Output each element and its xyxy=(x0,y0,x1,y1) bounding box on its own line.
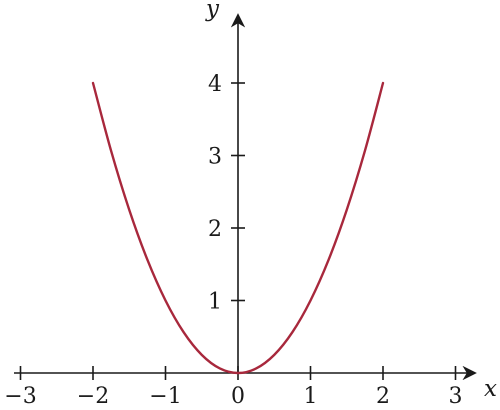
x-axis-label: x xyxy=(484,376,497,402)
series-line xyxy=(91,81,385,375)
x-tick-label: −2 xyxy=(77,384,109,409)
x-tick-label: 1 xyxy=(304,384,318,409)
plot-area xyxy=(91,81,385,375)
y-tick-label: 2 xyxy=(208,217,222,242)
x-tick-label: −3 xyxy=(4,384,36,409)
y-axis-label: y xyxy=(205,0,220,22)
x-tick-label: 0 xyxy=(231,384,245,409)
y-ticks: 1 2 3 4 xyxy=(208,72,245,315)
x-tick-label: 3 xyxy=(449,384,463,409)
x-tick-label: 2 xyxy=(376,384,390,409)
y-tick-label: 3 xyxy=(208,145,222,170)
y-tick-label: 4 xyxy=(208,72,222,97)
x-ticks: −3 −2 −1 0 1 2 3 xyxy=(4,366,463,409)
y-tick-label: 1 xyxy=(208,290,222,315)
x-tick-label: −1 xyxy=(149,384,181,409)
